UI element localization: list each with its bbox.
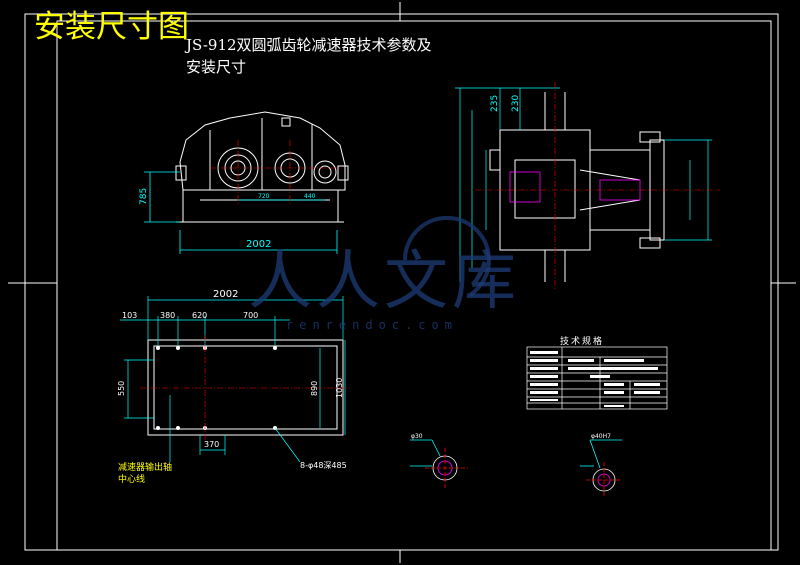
- center-note: 减速器输出轴中心线: [118, 463, 173, 485]
- top-spacing-4: 700: [243, 311, 258, 320]
- top-width-2: 890: [310, 381, 319, 396]
- watermark-url: renrendoc.com: [286, 318, 458, 332]
- top-total-length: 2002: [213, 289, 238, 300]
- tech-table-fill: [530, 351, 660, 407]
- side-view-centerlines: [475, 82, 720, 290]
- watermark-text: 人人文库: [248, 245, 520, 319]
- watermark-logo: [402, 215, 491, 297]
- side-dim-1: 235: [490, 95, 500, 112]
- top-spacing-3: 620: [192, 311, 207, 320]
- front-view-dims: [144, 171, 338, 254]
- top-width-1: 550: [117, 381, 126, 396]
- front-height-dim: 785: [139, 188, 149, 205]
- top-view: [147, 339, 344, 436]
- drawing-subtitle: JS-912双圆弧齿轮减速器技术参数及安装尺寸: [186, 36, 432, 76]
- detail-right-callout: φ40H7: [591, 433, 611, 440]
- hole-callout: 8-φ48深485: [300, 461, 347, 470]
- top-width-3: 1030: [335, 378, 344, 398]
- detail-left-callout: φ30: [411, 433, 423, 440]
- front-length-dim: 2002: [246, 239, 271, 250]
- front-center-dim-2: 440: [304, 193, 316, 200]
- detail-right: [580, 439, 622, 498]
- side-dim-2: 230: [511, 95, 521, 112]
- tech-table: [526, 346, 668, 410]
- top-spacing-2: 380: [160, 311, 175, 320]
- front-center-dim-1: 720: [258, 193, 270, 200]
- detail-left: [410, 439, 468, 488]
- top-offset: 370: [204, 440, 219, 449]
- top-view-centerlines: [140, 335, 350, 440]
- page-title: 安装尺寸图: [34, 9, 189, 45]
- top-spacing-1: 103: [122, 311, 137, 320]
- front-view: [175, 111, 349, 223]
- tech-table-title: 技术规格: [560, 337, 605, 347]
- sheet-border: [8, 2, 796, 563]
